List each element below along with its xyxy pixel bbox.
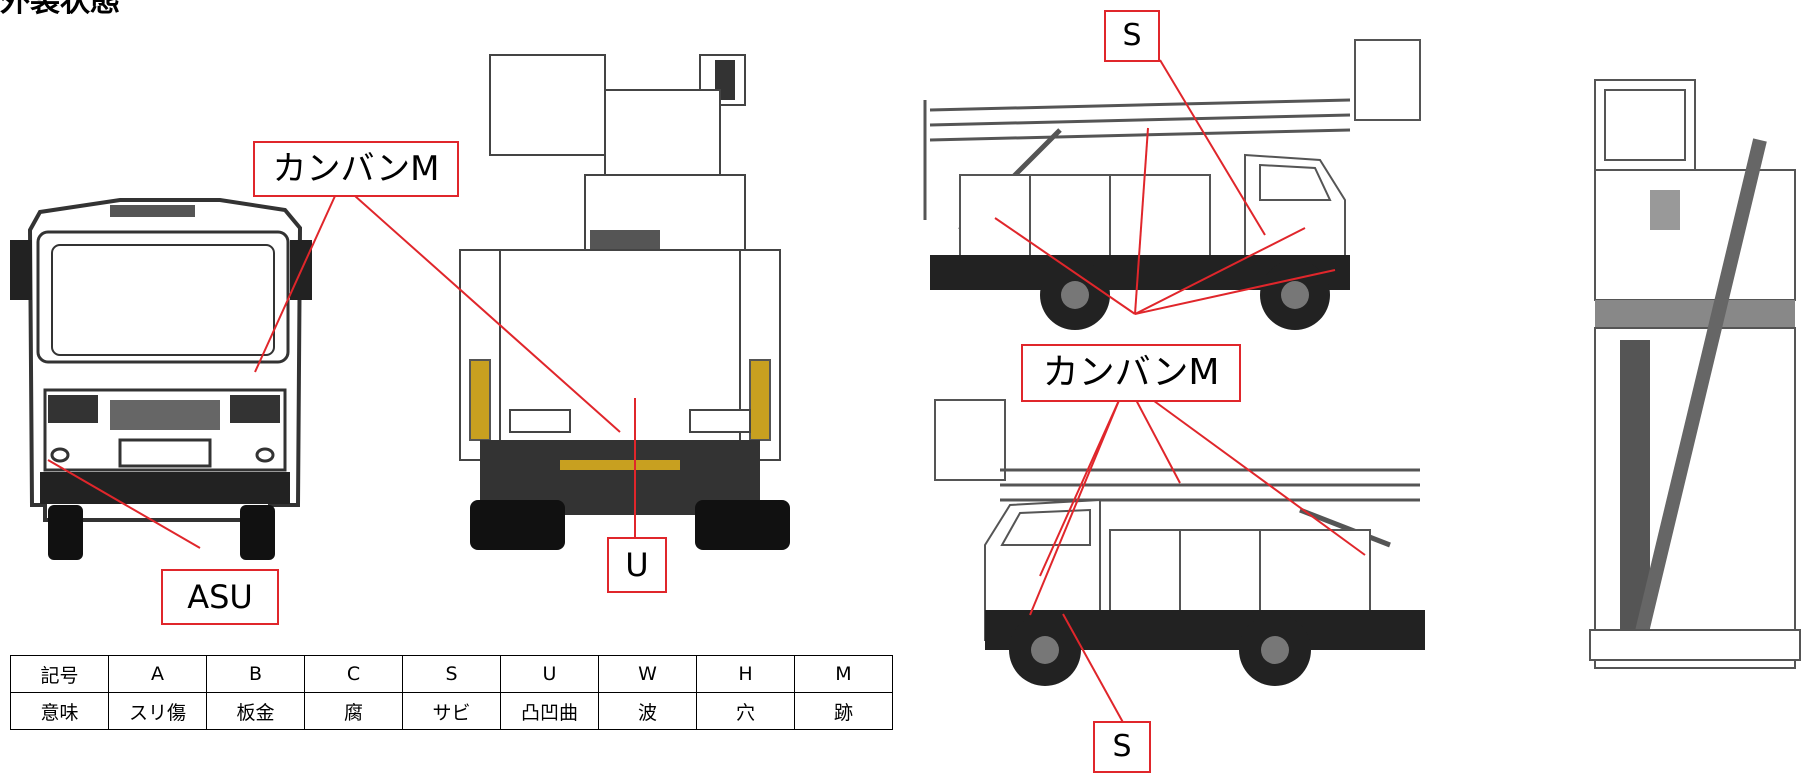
legend-cell: S xyxy=(402,655,501,693)
callout-lines xyxy=(47,59,1366,727)
legend-cell: 跡 xyxy=(794,692,893,730)
front-view-truck xyxy=(10,198,312,560)
label-s-top: S xyxy=(1104,10,1160,62)
legend-cell: サビ xyxy=(402,692,501,730)
label-front-kanban: カンバンM xyxy=(253,141,459,197)
legend-cell: A xyxy=(108,655,207,693)
rear-view-truck xyxy=(459,54,790,550)
legend-cell: M xyxy=(794,655,893,693)
side-view-top-truck xyxy=(923,39,1421,330)
label-side-kanban: カンバンM xyxy=(1021,344,1241,402)
legend-cell: W xyxy=(598,655,697,693)
legend-cell: C xyxy=(304,655,403,693)
label-s-bottom: S xyxy=(1093,721,1151,773)
legend-cell: 記号 xyxy=(10,655,109,693)
legend-row-meaning: 意味 スリ傷 板金 腐 サビ 凸凹曲 波 穴 跡 xyxy=(10,692,893,730)
side-view-bottom-truck xyxy=(934,399,1425,686)
label-u: U xyxy=(607,537,667,593)
legend-cell: U xyxy=(500,655,599,693)
label-asu: ASU xyxy=(161,569,279,625)
legend-cell: H xyxy=(696,655,795,693)
page-title: 外装状態 xyxy=(0,0,120,19)
legend-cell: 凸凹曲 xyxy=(500,692,599,730)
legend-cell: B xyxy=(206,655,305,693)
legend-cell: 腐 xyxy=(304,692,403,730)
legend-cell: 意味 xyxy=(10,692,109,730)
legend-cell: 板金 xyxy=(206,692,305,730)
legend-cell: 穴 xyxy=(696,692,795,730)
legend-row-symbol: 記号 A B C S U W H M xyxy=(10,655,893,693)
plan-view-truck xyxy=(1589,79,1801,669)
symbol-legend-table: 記号 A B C S U W H M 意味 スリ傷 板金 腐 サビ 凸凹曲 波 … xyxy=(10,655,893,730)
legend-cell: 波 xyxy=(598,692,697,730)
legend-cell: スリ傷 xyxy=(108,692,207,730)
